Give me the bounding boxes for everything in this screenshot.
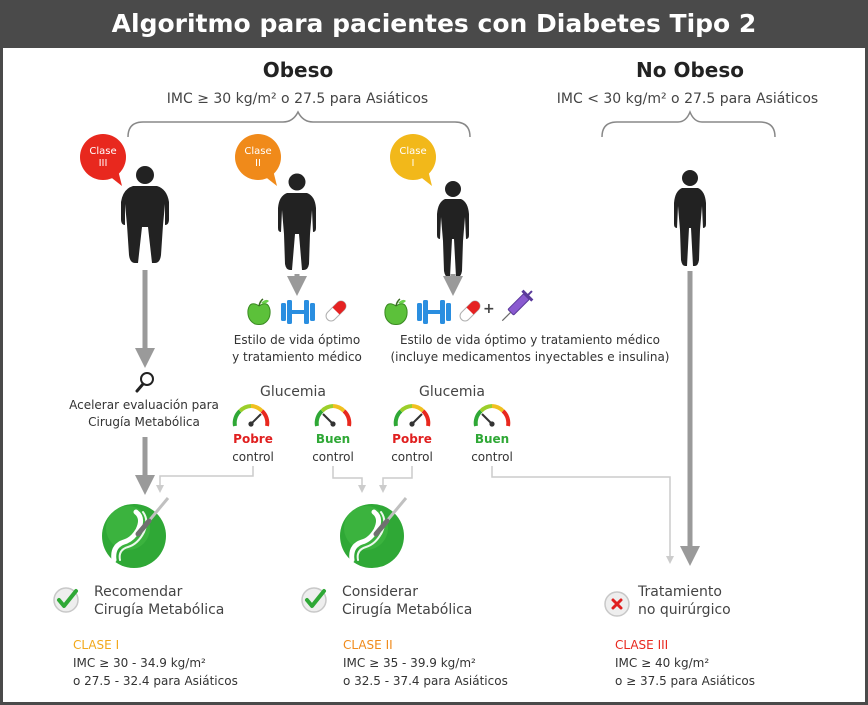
obeso-brace xyxy=(127,110,471,138)
person-icon xyxy=(278,173,316,270)
no-obeso-brace xyxy=(601,109,776,138)
obeso-heading: Obeso xyxy=(262,58,334,82)
pill-icon xyxy=(323,298,349,324)
no-obeso-heading: No Obeso xyxy=(636,58,744,82)
dumbbell-icon xyxy=(281,300,315,324)
clase-i-badge xyxy=(390,134,436,186)
magnifier-icon xyxy=(135,372,154,393)
line-pobre1-consider xyxy=(379,466,413,493)
clase-iii-badge xyxy=(80,134,126,186)
check-icon xyxy=(300,586,328,614)
no-obeso-criteria: IMC < 30 kg/m² o 27.5 para Asiáticos xyxy=(556,91,819,107)
gauge-icon xyxy=(314,404,352,429)
stomach-scalpel-icon xyxy=(340,498,406,568)
clase-ii-badge xyxy=(235,134,281,186)
pill-icon xyxy=(457,298,483,324)
person-icon xyxy=(674,170,706,266)
apple-icon xyxy=(247,298,271,326)
person-icon xyxy=(437,181,469,277)
check-icon xyxy=(52,586,80,614)
stomach-scalpel-icon xyxy=(102,498,168,568)
gauge-icon xyxy=(232,404,270,429)
cross-icon xyxy=(603,590,631,618)
glucemia-label: Glucemia xyxy=(259,384,327,400)
apple-icon xyxy=(384,298,408,326)
dumbbell-icon xyxy=(417,300,451,324)
line-pobre2-recommend xyxy=(156,466,254,493)
glucemia-label: Glucemia xyxy=(418,384,486,400)
treatment-clase1-text: Estilo de vida óptimo y tratamiento médi… xyxy=(390,333,670,364)
diagram-title: Algoritmo para pacientes con Diabetes Ti… xyxy=(111,9,757,38)
line-buen1-nonsurgical xyxy=(491,466,674,564)
plus-sign: + xyxy=(483,301,495,317)
line-buen2-consider xyxy=(332,466,366,493)
gauge-icon xyxy=(473,404,511,429)
obeso-criteria: IMC ≥ 30 kg/m² o 27.5 para Asiáticos xyxy=(166,91,429,107)
gauge-icon xyxy=(393,404,431,429)
syringe-icon xyxy=(496,285,538,327)
person-icon xyxy=(121,166,169,263)
